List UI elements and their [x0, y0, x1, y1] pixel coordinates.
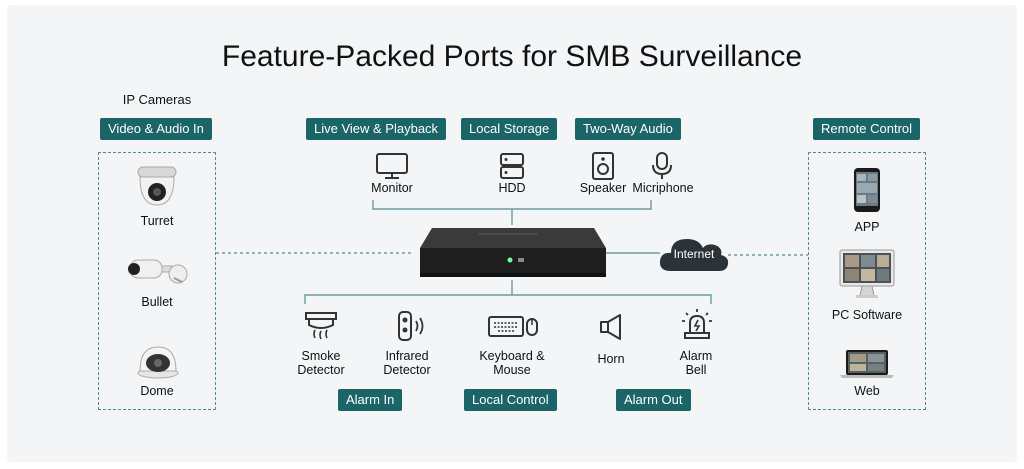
- hdd-label: HDD: [498, 181, 526, 195]
- badge-two-way-audio: Two-Way Audio: [575, 118, 681, 140]
- badge-local-storage: Local Storage: [461, 118, 558, 140]
- monitor-label: Monitor: [371, 181, 413, 195]
- pc-software-icon: [839, 249, 895, 298]
- app-label: APP: [854, 220, 880, 234]
- badge-local-control: Local Control: [464, 389, 557, 411]
- alarm-bell-label: Alarm Bell: [679, 349, 713, 377]
- bullet-camera-icon: [128, 259, 188, 284]
- badge-video-audio-in: Video & Audio In: [100, 118, 212, 140]
- horn-icon: [600, 314, 621, 340]
- pc-software-label: PC Software: [831, 308, 903, 322]
- nvr-device-icon: [420, 228, 606, 277]
- infrared-detector-icon: [398, 311, 424, 341]
- keyboard-mouse-icon: [488, 316, 538, 337]
- dome-camera-icon: [137, 346, 179, 379]
- bottom-bracket-line: [304, 294, 712, 304]
- monitor-icon: [376, 153, 408, 179]
- bullet-label: Bullet: [141, 295, 173, 309]
- infrared-detector-label: Infrared Detector: [383, 349, 431, 377]
- badge-alarm-in: Alarm In: [338, 389, 403, 411]
- phone-app-icon: [854, 168, 880, 212]
- badge-live-view-playback: Live View & Playback: [306, 118, 447, 140]
- badge-remote-control: Remote Control: [813, 118, 921, 140]
- internet-label: Internet: [673, 247, 715, 261]
- hdd-icon: [500, 153, 524, 179]
- ip-cameras-box: [98, 152, 216, 410]
- microphone-label: Micriphone: [632, 181, 694, 195]
- microphone-icon: [652, 152, 672, 179]
- keyboard-mouse-label: Keyboard & Mouse: [479, 349, 545, 377]
- smoke-detector-label: Smoke Detector: [297, 349, 345, 377]
- horn-label: Horn: [597, 352, 625, 366]
- speaker-icon: [592, 152, 614, 180]
- turret-label: Turret: [140, 214, 174, 228]
- top-bracket-line: [372, 200, 652, 210]
- ip-cameras-title: IP Cameras: [122, 92, 192, 107]
- page-title: Feature-Packed Ports for SMB Surveillanc…: [221, 40, 803, 73]
- remote-control-box: [808, 152, 926, 410]
- dome-label: Dome: [140, 384, 174, 398]
- turret-camera-icon: [137, 166, 177, 206]
- badge-alarm-out: Alarm Out: [616, 389, 691, 411]
- speaker-label: Speaker: [579, 181, 627, 195]
- smoke-detector-icon: [305, 312, 337, 340]
- web-label: Web: [854, 384, 880, 398]
- web-laptop-icon: [840, 350, 894, 378]
- internet-cloud-icon: [659, 239, 729, 271]
- alarm-bell-icon: [682, 309, 712, 339]
